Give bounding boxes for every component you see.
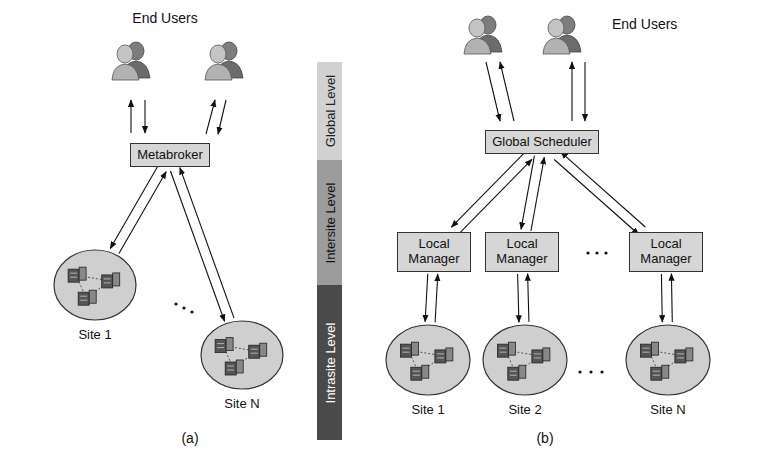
user-icon: [205, 42, 243, 80]
box-label: Local Manager: [404, 237, 464, 267]
level-label: Global Level: [322, 75, 337, 147]
site-label: Site N: [650, 402, 685, 417]
process-box: Global Scheduler: [485, 130, 599, 155]
group-label: End Users: [612, 16, 677, 32]
message-arrow: [110, 167, 157, 249]
site-label: Site N: [224, 396, 259, 411]
process-box: Local Manager: [397, 232, 471, 272]
box-label: Local Manager: [636, 237, 696, 267]
message-arrow: [435, 274, 438, 322]
message-arrow: [521, 156, 534, 230]
user-arrows: [131, 62, 585, 134]
message-arrow: [119, 172, 166, 254]
message-arrow: [170, 171, 224, 321]
site-label: Site 2: [508, 402, 541, 417]
message-arrow: [451, 152, 524, 227]
site-ellipse: [53, 249, 137, 321]
site-label: Site 1: [78, 327, 111, 342]
message-arrow: [661, 274, 663, 322]
level-label: Intersite Level: [322, 182, 337, 263]
message-arrow: [180, 168, 234, 318]
site-label: Site 1: [411, 402, 444, 417]
message-arrow: [531, 157, 544, 231]
message-arrow: [561, 152, 645, 227]
message-arrow: [425, 274, 428, 322]
level-label: Intrasite Level: [322, 322, 337, 403]
message-arrow: [459, 159, 532, 234]
site-ellipse: [482, 324, 568, 396]
site-ellipse: [385, 324, 471, 396]
box-label: Global Scheduler: [492, 135, 592, 150]
box-label: Metabroker: [137, 148, 203, 163]
user-icon: [112, 42, 150, 80]
message-arrow: [554, 160, 638, 235]
user-icon: [543, 16, 581, 54]
site-ellipse: [200, 320, 284, 390]
site-cluster: Site 1: [53, 249, 137, 321]
site-cluster: Site 1: [385, 324, 471, 396]
site-cluster: Site N: [200, 320, 284, 390]
process-box: Local Manager: [485, 232, 559, 272]
message-arrow: [528, 274, 529, 322]
level-band: Intersite Level: [317, 160, 342, 285]
site-cluster: Site N: [625, 324, 711, 396]
process-box: Metabroker: [130, 143, 210, 168]
message-arrow: [671, 274, 673, 322]
box-label: Local Manager: [492, 237, 552, 267]
message-arrow: [518, 274, 519, 322]
process-box: Local Manager: [629, 232, 703, 272]
site-ellipse: [625, 324, 711, 396]
panel-label: (a): [181, 430, 198, 446]
panel-label: (b): [536, 430, 553, 446]
group-label: End Users: [132, 10, 197, 26]
level-band: Intrasite Level: [317, 285, 342, 440]
site-cluster: Site 2: [482, 324, 568, 396]
level-band: Global Level: [317, 62, 342, 160]
user-icon: [464, 16, 502, 54]
